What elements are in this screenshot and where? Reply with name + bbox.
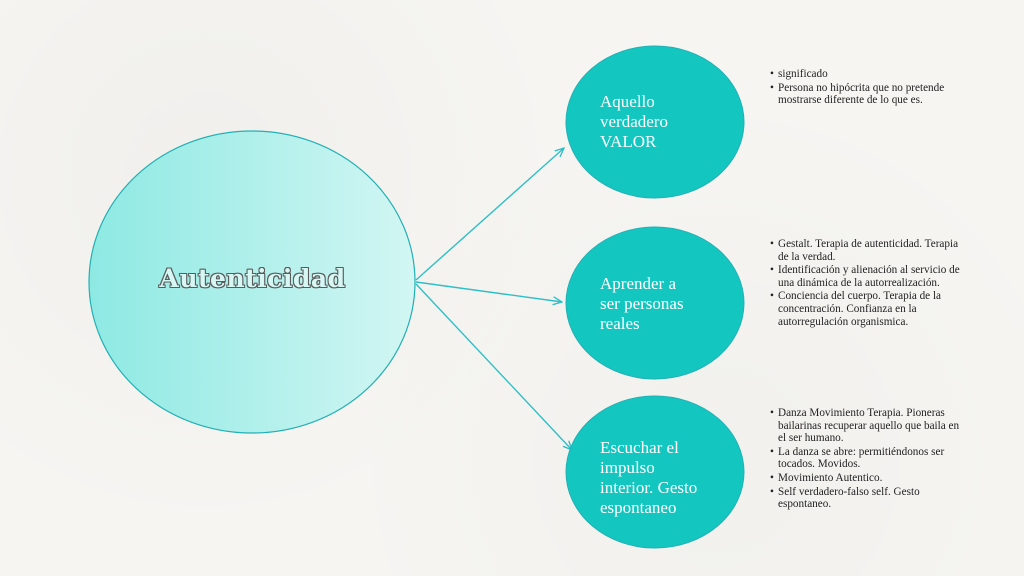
main-title: Autenticidad: [159, 264, 346, 293]
connector-arrow-bottom: [415, 283, 572, 450]
bullet-item: Movimiento Autentico.: [770, 472, 965, 485]
bullet-item: significado: [770, 68, 962, 81]
bullet-item: Conciencia del cuerpo. Terapia de la con…: [770, 290, 962, 328]
node-circle-middle: [565, 226, 745, 380]
bullet-item: Identificación y alienación al servicio …: [770, 264, 962, 289]
bullet-item: Self verdadero-falso self. Gesto esponta…: [770, 486, 965, 511]
bullet-list-middle: Gestalt. Terapia de autenticidad. Terapi…: [770, 238, 962, 329]
connector-arrow-middle: [415, 281, 562, 302]
bullet-list-bottom: Danza Movimiento Terapia. Pioneras baila…: [770, 407, 965, 512]
bullet-item: Danza Movimiento Terapia. Pioneras baila…: [770, 407, 965, 445]
main-circle: [88, 130, 416, 434]
node-circle-top: [565, 45, 745, 199]
bullet-item: La danza se abre: permitiéndonos ser toc…: [770, 446, 965, 471]
bullet-item: Persona no hipócrita que no pretende mos…: [770, 82, 962, 107]
node-label-top: Aquello verdadero VALOR: [600, 92, 668, 151]
bullet-list-top: significado Persona no hipócrita que no …: [770, 68, 962, 108]
node-circle-bottom: [565, 395, 745, 549]
node-label-middle: Aprender a ser personas reales: [600, 274, 684, 333]
node-label-bottom: Escuchar el impulso interior. Gesto espo…: [600, 438, 698, 517]
connector-arrow-top: [415, 148, 564, 281]
bullet-item: Gestalt. Terapia de autenticidad. Terapi…: [770, 238, 962, 263]
